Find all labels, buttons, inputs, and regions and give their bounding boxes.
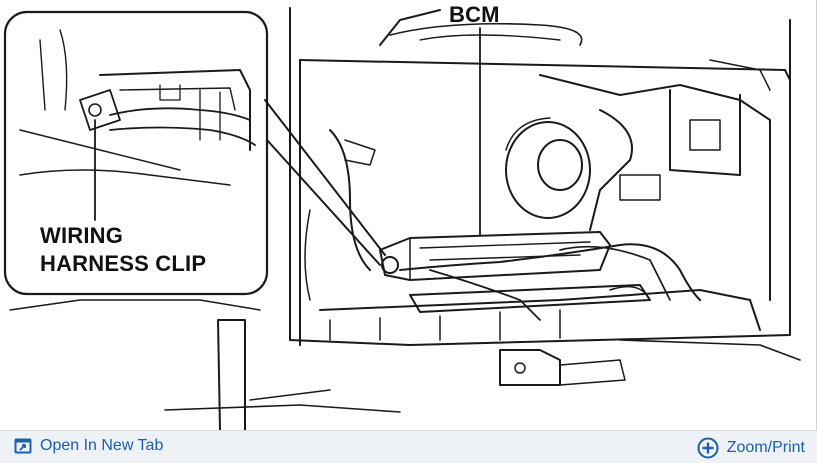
wiring-label-line1: WIRING: [40, 223, 124, 248]
wiring-harness-clip-label: WIRING HARNESS CLIP: [40, 222, 206, 278]
diagram-canvas: BCM WIRING HARNESS CLIP: [3, 0, 817, 430]
wiring-label-line2: HARNESS CLIP: [40, 251, 207, 276]
open-in-new-tab-label: Open In New Tab: [40, 437, 164, 454]
image-toolbar: Open In New Tab Zoom/Print: [0, 430, 817, 463]
zoom-print-label: Zoom/Print: [726, 439, 805, 456]
plus-circle-icon: [697, 437, 719, 459]
open-in-new-tab-link[interactable]: Open In New Tab: [14, 437, 163, 455]
external-window-icon: [14, 438, 32, 454]
bcm-callout-label: BCM: [449, 2, 500, 27]
bcm-location-illustration: [3, 7, 801, 430]
zoom-print-link[interactable]: Zoom/Print: [697, 437, 805, 459]
